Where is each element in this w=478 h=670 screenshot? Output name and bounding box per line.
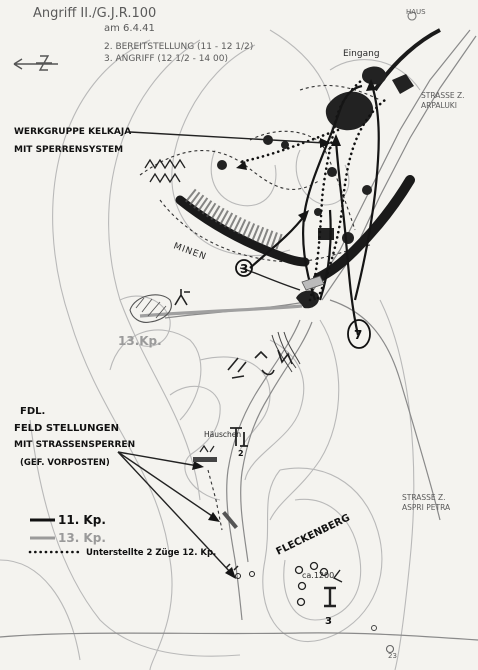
blob-top xyxy=(362,66,387,85)
header-line-4: 3. ANGRIFF (12 1/2 - 14 00) xyxy=(104,54,228,64)
marker-3: 3 xyxy=(240,262,248,276)
route-13kp xyxy=(139,304,303,318)
bunker-dot-7 xyxy=(342,232,354,244)
header-notes: Angriff II./G.J.R.100 am 6.4.41 2. BEREI… xyxy=(33,6,253,64)
label-fleckenberg: FLECKENBERG xyxy=(274,512,351,557)
label-road-lower-1: STRASSE Z. xyxy=(402,493,446,502)
legend: 11. Kp. 13. Kp. Unterstellte 2 Züge 12. … xyxy=(28,513,216,558)
label-corner-num: 23 xyxy=(388,652,397,660)
label-minen: MINEN xyxy=(172,241,208,262)
fortification-band-east xyxy=(313,175,415,283)
hill-hatch xyxy=(271,331,301,373)
fortification-band-west xyxy=(175,195,310,267)
place-labels: HAUS Eingang STRASSE Z. ARPALUKI STRASSE… xyxy=(172,8,465,660)
label-elevation: ca.1200 xyxy=(302,571,334,580)
bunker-dot-5 xyxy=(362,185,372,195)
label-fdl-3: MIT STRASSENSPERREN xyxy=(14,440,135,450)
label-road-lower-2: ASPRI PETRA xyxy=(402,503,451,512)
label-fdl-2: FELD STELLUNGEN xyxy=(14,423,119,434)
header-line-1: Angriff II./G.J.R.100 xyxy=(33,6,156,21)
bunker-dot-3 xyxy=(217,160,227,170)
bunker-dot-4 xyxy=(327,167,337,177)
marker-3-circle xyxy=(235,259,253,277)
header-line-2: am 6.4.41 xyxy=(104,23,155,34)
label-road-right-2: ARPALUKI xyxy=(421,101,457,110)
label-road-right-1: STRASSE Z. xyxy=(421,91,465,100)
legend-11kp-label: 11. Kp. xyxy=(58,513,106,527)
unit-label-2: 2 xyxy=(238,449,244,458)
callout-labels: WERKGRUPPE KELKAJA MIT SPERRENSYSTEM FDL… xyxy=(14,127,332,627)
unit-label-3: 3 xyxy=(325,616,332,627)
marker-7: 7 xyxy=(354,328,362,342)
blob-large xyxy=(325,91,374,131)
contour-lines xyxy=(0,29,421,670)
label-haus: HAUS xyxy=(406,8,426,16)
attack-arrows xyxy=(117,79,380,579)
hatched-band xyxy=(185,188,283,250)
label-haeuschen: Häuschen xyxy=(204,430,241,439)
label-werkgruppe-1: WERKGRUPPE KELKAJA xyxy=(14,127,131,137)
north-arrow-icon xyxy=(13,55,58,71)
fortifications xyxy=(175,28,441,309)
zigzag-barrier xyxy=(144,158,186,184)
label-13-kp-map: 13.Kp. xyxy=(118,334,162,348)
label-fdl-4: (GEF. VORPOSTEN) xyxy=(20,458,110,468)
marker-7-circle xyxy=(347,319,371,349)
label-eingang: Eingang xyxy=(343,49,380,59)
label-fdl-1: FDL. xyxy=(20,406,45,417)
bunker-dot-6 xyxy=(314,208,322,216)
legend-dots-label: Unterstellte 2 Züge 12. Kp. xyxy=(86,548,216,558)
header-line-3: 2. BEREITSTELLUNG (11 - 12 1/2) xyxy=(104,42,253,52)
bunker-east xyxy=(392,74,414,94)
label-werkgruppe-2: MIT SPERRENSYSTEM xyxy=(14,145,123,155)
bunker-dot-2 xyxy=(281,141,289,149)
knoll-hatch-lines xyxy=(135,297,167,319)
knoll-hatch xyxy=(129,294,172,323)
unit-symbols xyxy=(174,11,417,654)
legend-13kp-label: 13. Kp. xyxy=(58,531,106,545)
